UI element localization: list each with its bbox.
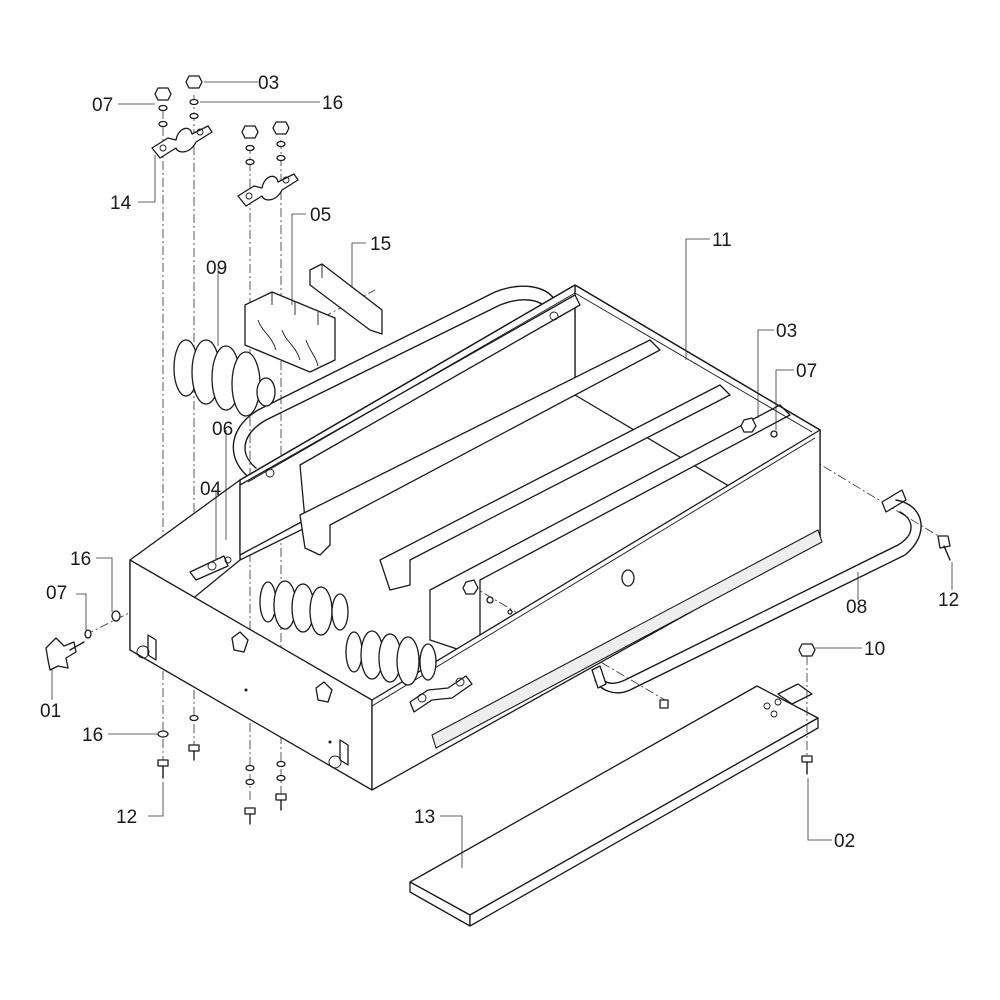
callout-03-right: 03 <box>776 321 797 342</box>
bearing-block-05 <box>244 291 336 373</box>
callout-16-bottom: 16 <box>82 725 103 746</box>
callout-02: 02 <box>834 831 855 852</box>
callout-07-left: 07 <box>46 583 67 604</box>
callout-13: 13 <box>414 807 435 828</box>
clamp-bracket-14 <box>151 125 213 159</box>
fastener-stack-bottom <box>157 714 287 825</box>
callout-12-right: 12 <box>938 590 959 611</box>
callout-16-top: 16 <box>322 93 343 114</box>
callout-11: 11 <box>712 230 732 251</box>
callout-07-right: 07 <box>796 361 817 382</box>
plate-15 <box>309 263 383 335</box>
lid-13 <box>409 683 819 927</box>
callout-09: 09 <box>206 258 227 279</box>
callout-04: 04 <box>200 479 222 500</box>
callout-03-top: 03 <box>258 73 279 94</box>
handle-08 <box>591 489 922 694</box>
callout-16-left: 16 <box>70 549 91 570</box>
knob-01 <box>45 610 121 671</box>
leader-lines <box>51 81 953 868</box>
callout-12-left: 12 <box>116 807 137 828</box>
sprocket-09 <box>173 339 276 417</box>
callout-01: 01 <box>40 701 61 722</box>
handle-rear <box>232 285 556 479</box>
callout-05: 05 <box>310 205 331 226</box>
callout-15: 15 <box>370 234 391 255</box>
tray-box-11 <box>129 284 823 791</box>
fastener-stack-top <box>154 75 290 166</box>
fastener-right <box>462 417 951 709</box>
callout-08: 08 <box>846 597 867 618</box>
sprocket-set-a <box>259 580 349 636</box>
callout-06: 06 <box>212 419 233 440</box>
callout-labels: 03 16 07 14 05 15 09 11 03 07 06 04 16 0… <box>40 73 959 852</box>
clamp-bracket-upper-right <box>237 173 299 207</box>
nut-10 <box>798 643 816 760</box>
screw-02 <box>801 755 813 775</box>
sprocket-set-b <box>345 630 437 686</box>
callout-14: 14 <box>110 193 132 214</box>
callout-07-top: 07 <box>92 95 113 116</box>
callout-10: 10 <box>864 639 885 660</box>
